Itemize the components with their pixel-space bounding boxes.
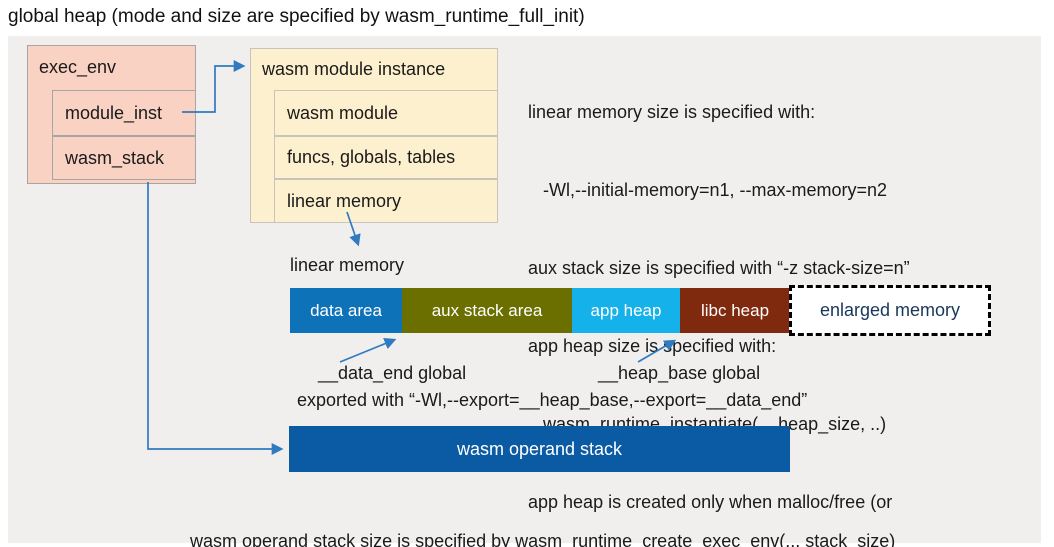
note-line: app heap is created only when malloc/fre… [528,492,893,512]
note-line: app heap size is specified with: [528,336,777,356]
instance-row-funcs-globals-tables: funcs, globals, tables [274,136,498,179]
exec-env-row-wasm-stack: wasm_stack [52,136,196,180]
segment-data-area: data area [290,288,402,333]
diagram-title: global heap (mode and size are specified… [8,6,585,27]
linear-memory-label: linear memory [290,255,405,275]
exported-with-label: exported with “-Wl,--export=__heap_base,… [297,390,808,410]
exec-env-header: exec_env [39,57,117,77]
instance-row-wasm-module: wasm module [274,90,498,136]
note-line: -Wl,--initial-memory=n1, --max-memory=n2 [528,180,888,200]
exec-env-row-module-inst: module_inst [52,90,196,136]
wasm-module-instance-header: wasm module instance [262,58,446,79]
data-end-global-label: __data_end global [318,363,467,383]
note-line: aux stack size is specified with “-z sta… [528,258,910,278]
heap-base-global-label: __heap_base global [598,363,761,383]
instance-row-linear-memory: linear memory [274,179,498,223]
segment-app-heap: app heap [572,288,680,333]
segment-libc-heap: libc heap [680,288,790,333]
segment-enlarged-memory: enlarged memory [789,285,991,336]
operand-caption-line1: wasm operand stack size is specified by … [190,531,896,547]
operand-stack-caption: wasm operand stack size is specified by … [190,481,895,547]
segment-aux-stack-area: aux stack area [402,288,572,333]
note-line: linear memory size is specified with: [528,102,816,122]
wasm-operand-stack-bar: wasm operand stack [289,426,790,472]
size-notes-text: linear memory size is specified with: -W… [528,47,910,547]
